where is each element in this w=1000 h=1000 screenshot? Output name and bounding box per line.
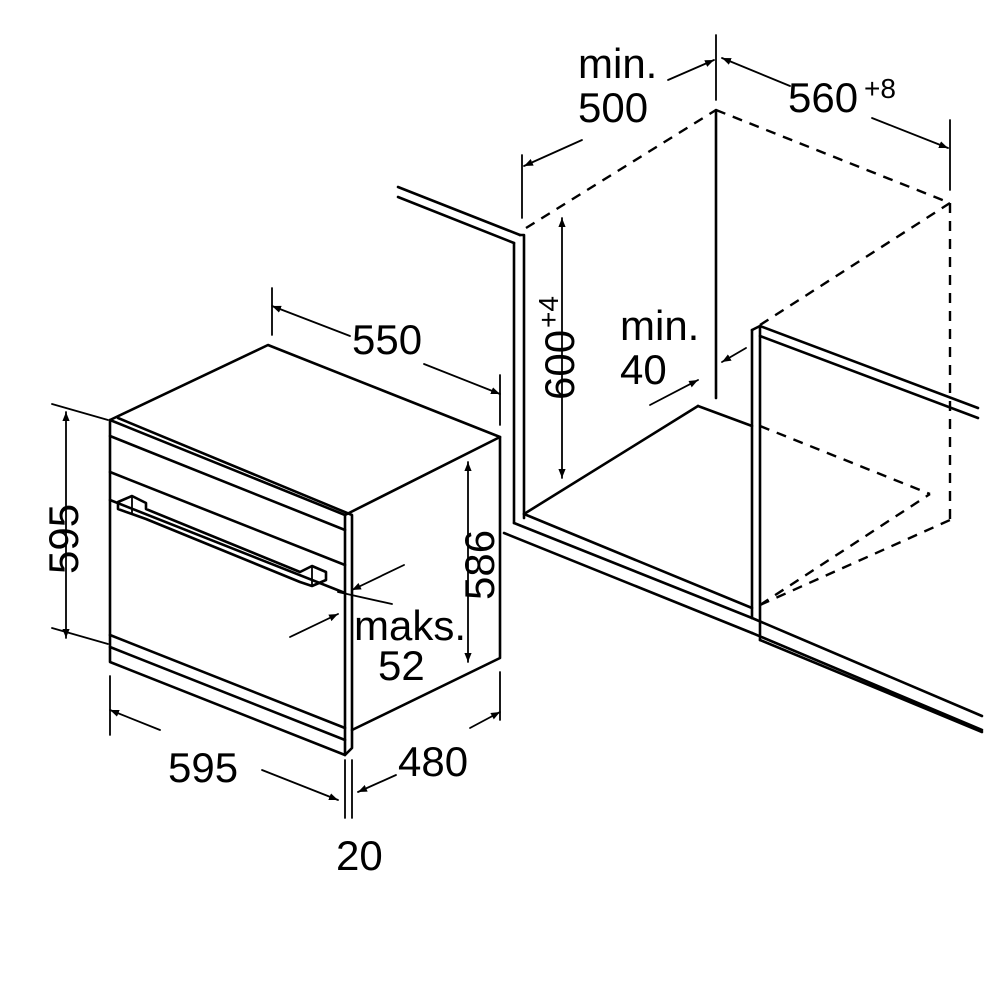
niche-floor-back — [696, 404, 754, 428]
dim-niche-depth-line-b — [667, 59, 715, 81]
right-base-line-2 — [750, 616, 984, 718]
oven-front-edge — [116, 416, 354, 757]
dimension-lines — [51, 34, 951, 819]
oven-control-strip — [108, 434, 347, 532]
worktop-left-edge — [396, 185, 522, 237]
niche-dash-bottom-right — [759, 518, 951, 607]
niche-dash-floor-front — [759, 492, 931, 607]
niche-floor-front — [522, 512, 754, 610]
dim-panel-gap-arrow-b — [289, 613, 339, 638]
label-niche-width-tol: +8 — [864, 73, 896, 104]
oven — [108, 343, 502, 757]
label-niche-height-group: 600 +4 — [533, 296, 583, 400]
right-panel-top — [750, 324, 980, 420]
label-niche-height-tol: +4 — [533, 296, 564, 328]
label-panel-gap-prefix: maks. — [354, 602, 466, 649]
niche-dash-floor-right — [759, 424, 931, 496]
right-base-line — [750, 631, 984, 734]
dim-body-depth-line-b — [469, 711, 501, 729]
niche-dash-top-right — [715, 108, 951, 205]
label-niche-depth-value: 500 — [578, 84, 648, 131]
dim-niche-depth-line-a — [523, 139, 583, 167]
label-side-gap-prefix: min. — [620, 302, 699, 349]
left-side-panel — [512, 233, 526, 525]
oven-panel-line-2 — [108, 498, 347, 595]
label-niche-depth-prefix: min. — [578, 40, 657, 87]
label-side-height: 586 — [456, 530, 503, 600]
dim-panel-gap-arrow-a — [351, 564, 405, 591]
niche-floor-left — [522, 404, 700, 516]
dim-top-depth-line-a — [271, 305, 351, 337]
right-side-panel — [750, 324, 762, 642]
dim-oven-width-line-b — [261, 769, 339, 801]
oven-right-side — [350, 435, 502, 732]
oven-handle-icon — [116, 494, 328, 588]
dimension-labels: 595 595 550 586 480 20 maks. 52 600 +4 m… — [40, 40, 896, 879]
label-niche-width: 560 — [788, 74, 858, 121]
label-niche-height: 600 — [536, 330, 583, 400]
dim-niche-width-line-b — [871, 117, 949, 149]
label-body-depth: 480 — [398, 738, 468, 785]
dim-top-depth-line-b — [423, 363, 501, 395]
dim-niche-width-line-a — [721, 57, 791, 87]
dim-body-depth-line-a — [357, 774, 397, 793]
dim-side-gap-arrow-b — [721, 347, 747, 363]
label-panel-gap-value: 52 — [378, 642, 425, 689]
niche-dash-front-top — [759, 201, 951, 327]
oven-bottom-strip-2 — [108, 645, 347, 742]
oven-panel-line-1 — [108, 470, 347, 567]
label-top-depth: 550 — [352, 316, 422, 363]
niche-dash-top-left — [525, 108, 717, 230]
worktop-left-edge-2 — [396, 195, 516, 245]
base-front-line — [502, 521, 754, 635]
dim-oven-width-line-a — [109, 709, 161, 731]
label-oven-height: 595 — [40, 504, 87, 574]
cabinet-niche — [396, 108, 984, 734]
oven-top-face — [108, 343, 502, 517]
dim-side-gap-arrow-a — [649, 379, 699, 406]
label-oven-width: 595 — [168, 744, 238, 791]
oven-bottom-strip — [108, 633, 347, 730]
label-side-gap-value: 40 — [620, 346, 667, 393]
oven-front-panel — [108, 418, 347, 757]
label-front-thickness: 20 — [336, 832, 383, 879]
